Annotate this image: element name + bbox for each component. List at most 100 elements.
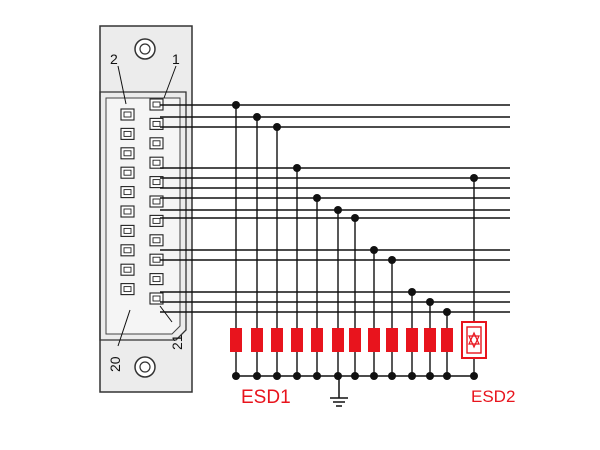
mounting-hole-top <box>134 38 156 60</box>
pin-contact <box>123 150 132 157</box>
pin-contact <box>152 140 161 147</box>
ground-symbol <box>330 376 348 407</box>
junction-dot <box>408 288 416 296</box>
pin-contact <box>152 120 161 127</box>
esd2-label: ESD2 <box>471 387 515 406</box>
esd1-diode <box>311 328 323 352</box>
pin-contact <box>152 198 161 205</box>
esd1-diode <box>251 328 263 352</box>
pin-pad <box>149 273 164 286</box>
ground-junction-dot <box>351 372 359 380</box>
scart-connector: 2 1 20 21 <box>99 25 193 393</box>
pin-pad <box>149 234 164 247</box>
ground-junction-dot <box>334 372 342 380</box>
junction-dot <box>253 113 261 121</box>
pin-pad <box>120 147 135 160</box>
esd1-diode <box>424 328 436 352</box>
connector-pins <box>120 98 164 305</box>
connector-shell <box>99 91 187 341</box>
pin-pad <box>120 263 135 276</box>
pin-contact <box>152 237 161 244</box>
ground-junction-dot <box>273 372 281 380</box>
esd1-label: ESD1 <box>241 387 291 408</box>
esd1-diode <box>230 328 242 352</box>
ground-junction-dot <box>426 372 434 380</box>
pin-label-2: 2 <box>110 51 118 67</box>
ground-junction-dot <box>388 372 396 380</box>
pin-pad <box>120 108 135 121</box>
pin-pad <box>149 292 164 305</box>
pin-label-1: 1 <box>172 51 180 67</box>
ground-junction-dot <box>470 372 478 380</box>
esd1-diode <box>291 328 303 352</box>
esd-array <box>230 321 487 359</box>
pin-label-21: 21 <box>169 334 185 350</box>
esd1-diode <box>332 328 344 352</box>
ground-junction-dot <box>293 372 301 380</box>
esd1-diode <box>368 328 380 352</box>
pin-contact <box>123 247 132 254</box>
junction-dot <box>426 298 434 306</box>
pin-label-leader-20 <box>117 309 131 347</box>
pin-pad <box>120 166 135 179</box>
esd1-diode <box>386 328 398 352</box>
pin-contact <box>123 266 132 273</box>
junction-dot <box>293 164 301 172</box>
pin-contact <box>152 179 161 186</box>
junction-dot <box>273 123 281 131</box>
pin-label-leader-2 <box>117 65 127 105</box>
pin-contact <box>123 286 132 293</box>
pin-contact <box>123 208 132 215</box>
pin-label-leader-21 <box>159 305 173 323</box>
junction-dot <box>334 206 342 214</box>
pin-contact <box>152 295 161 302</box>
mounting-hole-top-inner <box>139 43 151 55</box>
pin-contact <box>152 159 161 166</box>
pin-contact <box>152 276 161 283</box>
junction-dot <box>313 194 321 202</box>
pin-contact <box>123 111 132 118</box>
ground-junction-dot <box>313 372 321 380</box>
ground-junction-dot <box>253 372 261 380</box>
ground-junction-dot <box>443 372 451 380</box>
pin-pad <box>120 186 135 199</box>
pin-contact <box>123 130 132 137</box>
junction-dot <box>470 174 478 182</box>
connector-inner-shell <box>105 97 181 335</box>
pin-pad <box>120 127 135 140</box>
pin-pad <box>149 137 164 150</box>
pin-pad <box>149 156 164 169</box>
junction-dot <box>443 308 451 316</box>
pin-pad <box>149 176 164 189</box>
pin-label-leader-1 <box>163 65 177 99</box>
ground-junction-dot <box>408 372 416 380</box>
ground-junction-dot <box>232 372 240 380</box>
pin-pad <box>120 224 135 237</box>
esd2-triangle-up <box>468 331 480 345</box>
junction-dot <box>388 256 396 264</box>
pin-contact <box>152 217 161 224</box>
esd1-diode <box>349 328 361 352</box>
mounting-hole-bottom-inner <box>139 361 151 373</box>
esd2-triangle-down <box>468 335 480 349</box>
pin-label-20: 20 <box>107 356 123 372</box>
ground-junction-dot <box>370 372 378 380</box>
pin-pad <box>120 205 135 218</box>
pin-contact <box>123 227 132 234</box>
junction-dot <box>370 246 378 254</box>
junction-dot <box>232 101 240 109</box>
pin-pad <box>120 283 135 296</box>
pin-pad <box>149 117 164 130</box>
pin-pad <box>149 195 164 208</box>
esd2-body <box>466 326 482 354</box>
esd1-diode <box>406 328 418 352</box>
pin-contact <box>123 189 132 196</box>
esd1-diode <box>441 328 453 352</box>
pin-pad <box>149 214 164 227</box>
esd1-diode <box>271 328 283 352</box>
esd2-device <box>461 321 487 359</box>
mounting-hole-bottom <box>134 356 156 378</box>
pin-contact <box>123 169 132 176</box>
